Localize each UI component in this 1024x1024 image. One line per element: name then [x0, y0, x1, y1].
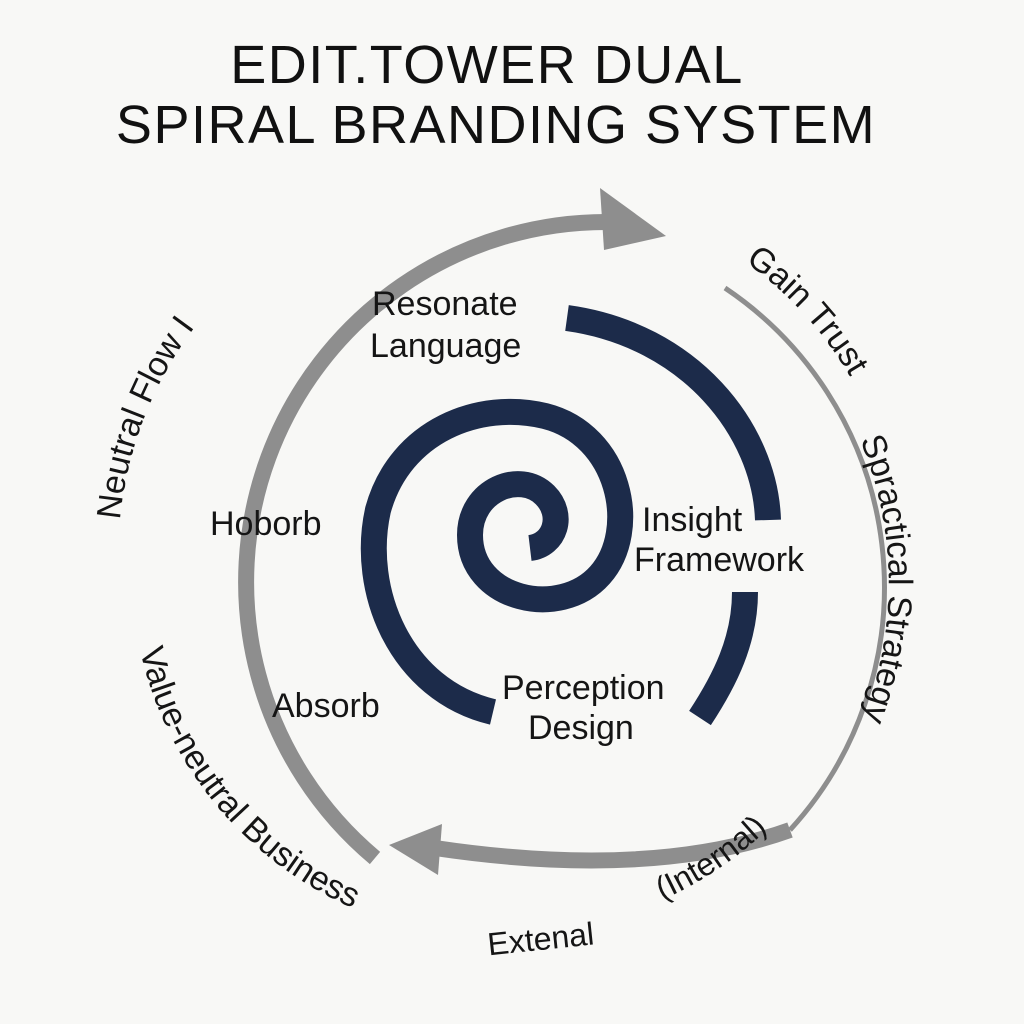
label-framework: Framework: [634, 541, 805, 579]
label-external: Extenal: [486, 915, 596, 962]
outer-arc-right-thin: [723, 285, 887, 832]
label-perception: Perception: [502, 669, 665, 707]
label-design: Design: [528, 709, 634, 747]
outer-arrowhead-top: [600, 188, 666, 250]
title-line-2: SPIRAL BRANDING SYSTEM: [115, 95, 877, 155]
outer-arc-top: [238, 213, 611, 865]
label-neutral-flow: Neutral Flow I: [90, 309, 201, 521]
inner-spiral: [360, 305, 781, 726]
outer-arrowhead-bottom: [389, 824, 442, 875]
label-insight: Insight: [642, 501, 743, 539]
label-hoborb: Hoborb: [210, 505, 322, 543]
outer-arc-bottom: [433, 822, 793, 869]
label-gain-trust: Gain Trust: [740, 238, 876, 382]
label-absorb: Absorb: [272, 687, 380, 725]
label-spractical-strategy: Spractical Strategy: [853, 429, 919, 729]
label-language: Language: [370, 327, 522, 365]
title-line-1: EDIT.TOWER DUAL: [230, 35, 744, 95]
label-value-neutral-business: Value-neutral Business: [132, 643, 366, 916]
label-resonate: Resonate: [372, 285, 518, 323]
